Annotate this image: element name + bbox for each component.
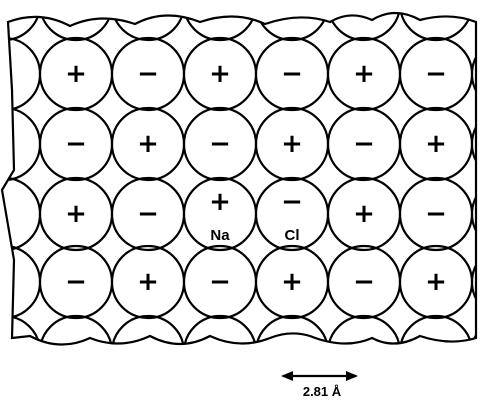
cation-sign: + [425, 129, 447, 159]
anion-sign: − [425, 59, 447, 89]
ion-circle [0, 246, 40, 318]
cation-sign: + [425, 267, 447, 297]
sodium-label: Na [210, 227, 230, 244]
ion-circle [256, 0, 328, 40]
cation-sign: + [209, 187, 231, 217]
cation-sign: + [281, 129, 303, 159]
anion-sign: − [281, 187, 303, 217]
anion-sign: − [137, 59, 159, 89]
chloride-label: Cl [285, 227, 300, 244]
anion-sign: − [137, 199, 159, 229]
ion-circle [0, 0, 40, 40]
scale-bar-left-arrow [281, 371, 293, 381]
anion-sign: − [65, 129, 87, 159]
anion-sign: − [353, 129, 375, 159]
ion-circle [328, 316, 400, 388]
cation-sign: + [137, 267, 159, 297]
anion-sign: − [209, 129, 231, 159]
ion-signs: + − + − + − − + − + − + + − + − + − − + − + − + [65, 59, 447, 297]
cation-sign: + [65, 59, 87, 89]
ion-circle [328, 0, 400, 40]
anion-sign: − [65, 267, 87, 297]
ion-circle [40, 0, 112, 40]
ion-circle [400, 0, 472, 40]
anion-sign: − [209, 267, 231, 297]
cation-sign: + [209, 59, 231, 89]
anion-sign: − [281, 59, 303, 89]
cation-sign: + [137, 129, 159, 159]
cation-sign: + [281, 267, 303, 297]
anion-sign: − [353, 267, 375, 297]
ion-circle [0, 316, 40, 388]
ion-circle [0, 38, 40, 110]
cation-sign: + [65, 199, 87, 229]
scale-bar-label: 2.81 Å [303, 384, 342, 399]
cation-sign: + [353, 199, 375, 229]
ion-circle [400, 316, 472, 388]
ion-circle [0, 108, 40, 180]
ion-circle [184, 316, 256, 388]
ion-circle [40, 316, 112, 388]
anion-sign: − [425, 199, 447, 229]
ion-circle [112, 316, 184, 388]
cation-sign: + [353, 59, 375, 89]
scale-bar-right-arrow [346, 371, 358, 381]
scale-bar: 2.81 Å [281, 371, 358, 399]
